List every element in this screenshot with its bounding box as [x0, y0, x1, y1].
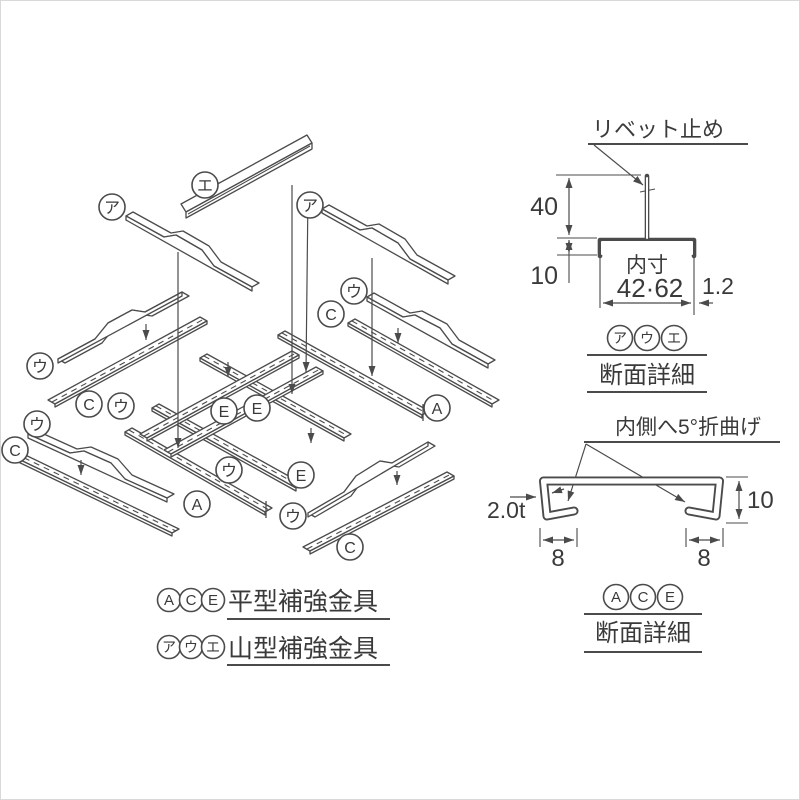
- part-label: ウ: [107, 392, 135, 420]
- bar-mountain-se-1: [366, 292, 496, 369]
- part-label-text: ウ: [32, 358, 48, 376]
- part-label: A: [183, 490, 211, 518]
- badge-text: ア: [613, 330, 627, 346]
- dim-plate-thickness: 2.0t: [487, 497, 526, 523]
- bar-flat-se-3: [347, 318, 500, 408]
- badge-text: ウ: [184, 639, 198, 655]
- bar-flat-ne-4: [302, 471, 455, 555]
- part-label-text: ウ: [346, 283, 362, 301]
- part-label: C: [1, 436, 29, 464]
- part-label: ウ: [23, 410, 51, 438]
- part-label-text: ウ: [113, 398, 129, 416]
- badge-text: エ: [206, 639, 220, 655]
- part-label: ア: [98, 193, 126, 221]
- part-label: ウ: [340, 277, 368, 305]
- badge-text: E: [665, 589, 675, 606]
- part-label-text: ア: [104, 200, 120, 217]
- dim-thickness-label: 1.2: [702, 273, 734, 299]
- bar-mountain-drop-left: [125, 211, 260, 292]
- bar-mountain-ne-2: [307, 441, 436, 518]
- bar-mountain-drop-right: [321, 204, 456, 285]
- part-label: E: [287, 461, 315, 489]
- drop-arrows: [77, 324, 402, 485]
- part-label-text: C: [344, 540, 356, 557]
- part-label: E: [210, 397, 238, 425]
- part-label-text: ウ: [285, 508, 301, 526]
- bend-leader-arrow-right: [585, 443, 686, 503]
- part-label-text: E: [296, 468, 307, 485]
- bar-mountain-se-2: [27, 429, 175, 503]
- exploded-view: エ ア ア ウ C ウ C ウ E E A ウ C ウ E A ウ C: [1, 134, 500, 561]
- section-badge: E: [656, 583, 684, 611]
- badge-text: A: [164, 592, 174, 609]
- rivet-callout-label: リベット止め: [592, 117, 724, 142]
- badge-text: C: [186, 592, 197, 609]
- legend-row-flat: A C E 平型補強金具: [156, 587, 390, 620]
- part-label: C: [317, 300, 345, 328]
- bar-flat-se-6: [124, 427, 273, 518]
- badge-text: E: [208, 592, 218, 609]
- dim-foot-left: 8: [551, 545, 564, 572]
- bar-mountain-ne-1: [57, 291, 190, 364]
- part-label-text: C: [9, 443, 21, 460]
- dim-foot-right: 8: [697, 545, 710, 572]
- section-badge: ウ: [633, 324, 661, 352]
- part-label-text: ウ: [221, 462, 237, 480]
- dim-leg-label: 10: [530, 262, 558, 290]
- section-badge: エ: [660, 324, 688, 352]
- inner-dim-label: 内寸: [626, 254, 668, 277]
- legend-row-mountain: ア ウ エ 山型補強金具: [156, 634, 390, 666]
- part-label: ウ: [215, 456, 243, 484]
- assembly-arrows: [174, 185, 376, 448]
- part-label: ウ: [279, 502, 307, 530]
- dim-height-label: 40: [530, 193, 558, 221]
- dim-channel-height: 10: [747, 487, 774, 514]
- badge-text: ア: [162, 639, 176, 655]
- part-label-text: エ: [197, 178, 213, 195]
- part-label: エ: [191, 171, 219, 199]
- part-label-text: C: [325, 307, 337, 324]
- section-caption: 断面詳細: [595, 620, 691, 647]
- detail-section-top: リベット止め 40 10 内寸 42·62 1.2 ア ウ エ 断面詳細: [530, 117, 748, 393]
- section-badge: C: [629, 583, 657, 611]
- part-label: C: [75, 390, 103, 418]
- bar-flat-ne-1: [47, 316, 208, 408]
- badge-text: ウ: [640, 330, 654, 346]
- part-label: E: [243, 394, 271, 422]
- badge-text: エ: [667, 330, 681, 346]
- part-label-text: E: [252, 401, 263, 418]
- part-label: C: [336, 533, 364, 561]
- inner-dim-value: 42·62: [617, 273, 684, 303]
- part-label: ウ: [26, 352, 54, 380]
- part-label-text: E: [219, 404, 230, 421]
- bend-leader-arrow-left: [567, 443, 587, 502]
- rivet-leader-arrow: [593, 144, 644, 186]
- legend: A C E 平型補強金具 ア ウ エ 山型補強金具: [156, 587, 390, 666]
- part-label-text: A: [432, 401, 443, 418]
- part-label: ア: [296, 191, 324, 219]
- detail-section-bottom: 内側へ5°折曲げ 2.0t 10 8 8 A C E 断面詳細: [487, 416, 780, 653]
- legend-label-flat: 平型補強金具: [228, 588, 378, 616]
- section-badge: A: [602, 583, 630, 611]
- part-label-text: ア: [302, 198, 318, 215]
- bend-callout-label: 内側へ5°折曲げ: [615, 416, 761, 439]
- part-label-text: A: [192, 497, 203, 514]
- section-caption: 断面詳細: [599, 362, 695, 389]
- badge-text: C: [638, 589, 649, 606]
- badge-text: A: [611, 589, 621, 606]
- legend-label-mountain: 山型補強金具: [228, 635, 378, 663]
- part-label: A: [423, 394, 451, 422]
- part-label-text: ウ: [29, 416, 45, 434]
- section-badge: ア: [606, 324, 634, 352]
- part-label-text: C: [83, 397, 95, 414]
